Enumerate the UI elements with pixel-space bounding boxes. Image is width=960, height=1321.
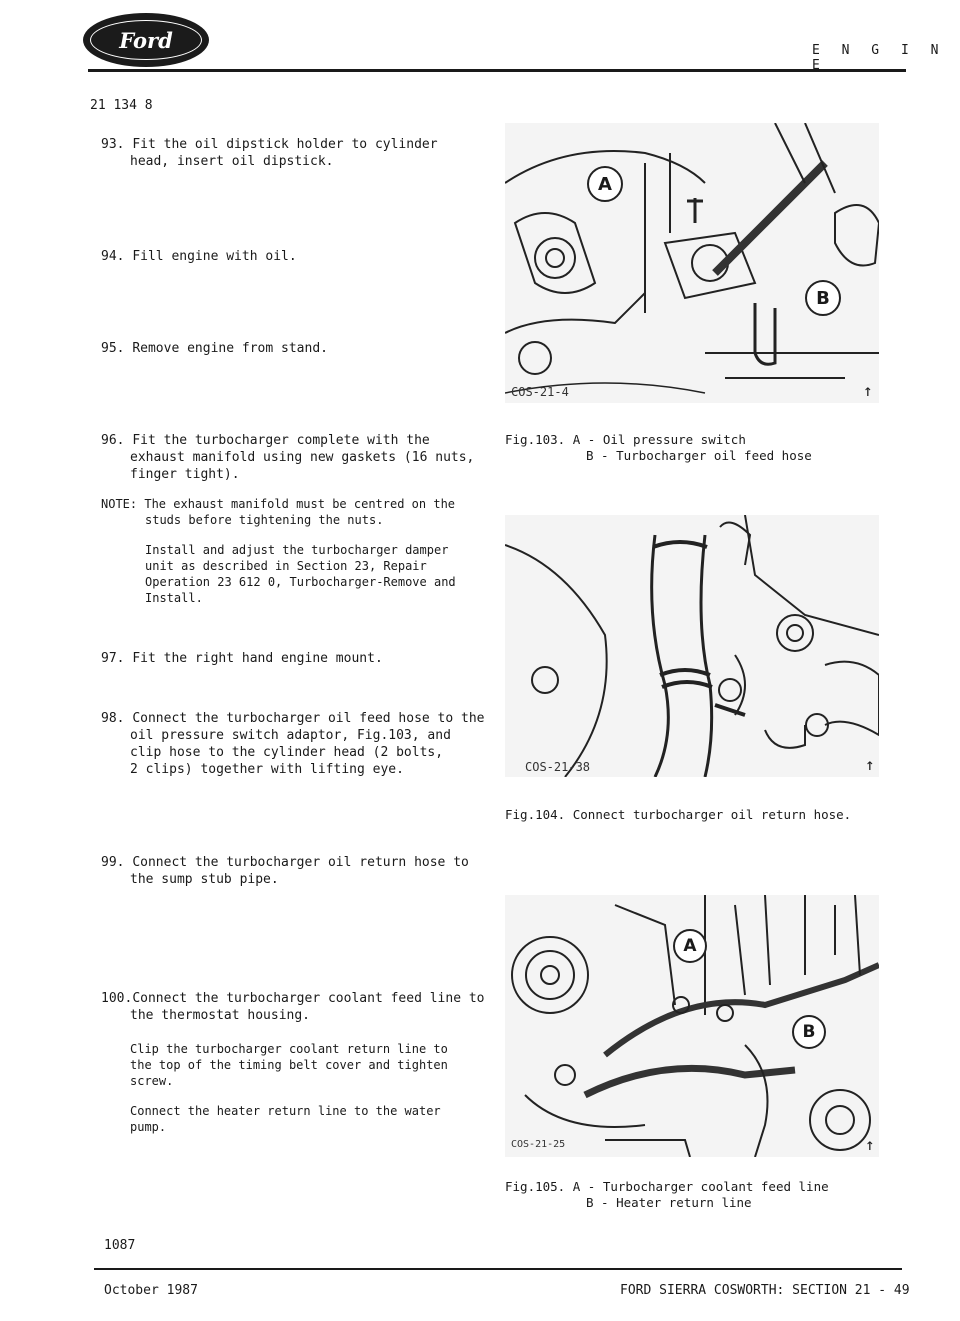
operation-reference: 21 134 8	[90, 98, 153, 113]
figure-label: Fig.105.	[505, 1179, 566, 1194]
figure-103-caption: Fig.103. A - Oil pressure switch B - Tur…	[505, 432, 812, 463]
figure-code: COS-21-25	[511, 1139, 566, 1150]
ford-logo-text: Ford	[90, 20, 202, 60]
figure-104-image: COS-21-38 ↑	[505, 515, 879, 777]
step-number: 93.	[101, 137, 125, 152]
page-number: 1087	[104, 1238, 136, 1253]
footer-publication: FORD SIERRA COSWORTH: SECTION 21 - 49	[620, 1283, 910, 1298]
step-100-details: Clip the turbocharger coolant return lin…	[130, 1042, 448, 1134]
callout-b: B	[805, 280, 841, 316]
footer-rule	[94, 1268, 902, 1270]
figure-code: COS-21-4	[511, 385, 569, 399]
figure-105-caption: Fig.105. A - Turbocharger coolant feed l…	[505, 1179, 829, 1210]
step-98: 98. Connect the turbocharger oil feed ho…	[101, 711, 485, 777]
callout-a: A	[673, 929, 707, 963]
section-title: E N G I N E	[812, 43, 946, 73]
figure-code: COS-21-38	[525, 760, 591, 774]
arrow-up-icon: ↑	[863, 381, 873, 400]
step-94: 94. Fill engine with oil.	[101, 249, 297, 264]
figure-label: Fig.103.	[505, 432, 566, 447]
callout-a: A	[587, 166, 623, 202]
ford-logo: Ford	[85, 15, 207, 65]
arrow-up-icon: ↑	[865, 755, 875, 774]
figure-105-image: A B COS-21-25 ↑	[505, 895, 879, 1157]
callout-b: B	[792, 1015, 826, 1049]
arrow-up-icon: ↑	[865, 1135, 875, 1154]
figure-label: Fig.104.	[505, 807, 566, 822]
step-93: 93. Fit the oil dipstick holder to cylin…	[101, 137, 438, 169]
step-100: 100.Connect the turbocharger coolant fee…	[101, 991, 485, 1023]
step-95: 95. Remove engine from stand.	[101, 341, 328, 356]
header-rule	[88, 69, 906, 72]
note: NOTE: The exhaust manifold must be centr…	[101, 497, 456, 605]
step-96: 96. Fit the turbocharger complete with t…	[101, 433, 475, 482]
note-label: NOTE:	[101, 497, 138, 511]
figure-104-caption: Fig.104. Connect turbocharger oil return…	[505, 807, 852, 822]
step-99: 99. Connect the turbocharger oil return …	[101, 855, 469, 887]
step-97: 97. Fit the right hand engine mount.	[101, 651, 383, 666]
footer-date: October 1987	[104, 1283, 198, 1298]
figure-103-image: A B COS-21-4 ↑	[505, 123, 879, 403]
